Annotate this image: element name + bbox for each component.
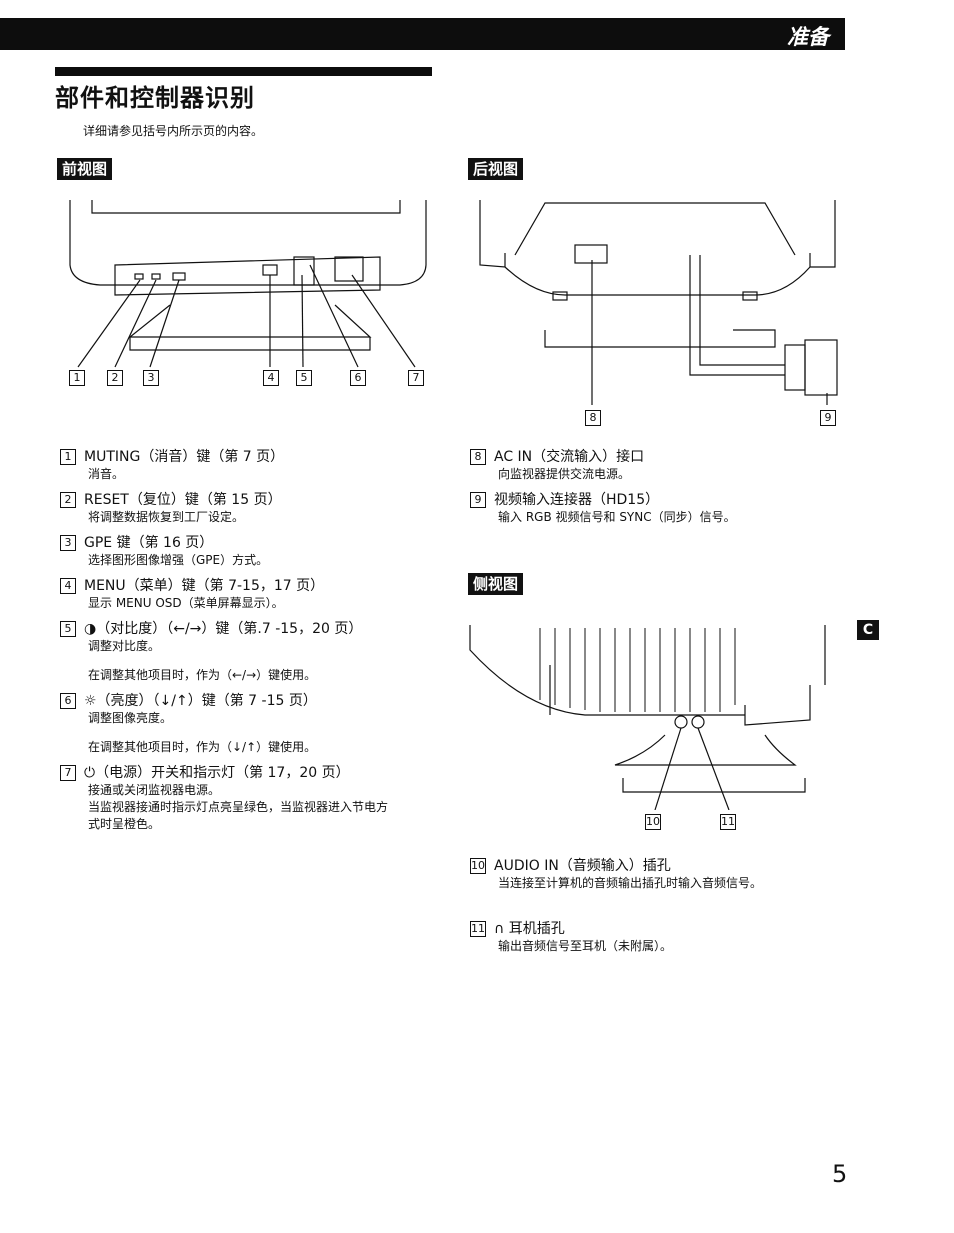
rear-callout-8: 8 bbox=[585, 410, 601, 426]
side-item: 11 ∩ 耳机插孔 输出音频信号至耳机（未附属）。 bbox=[470, 920, 870, 955]
item-desc: 当连接至计算机的音频输出插孔时输入音频信号。 bbox=[498, 876, 763, 890]
front-callout-6: 6 bbox=[350, 370, 366, 386]
item-title: RESET（复位）键（第 15 页） bbox=[84, 492, 282, 508]
item-desc: 向监视器提供交流电源。 bbox=[498, 467, 631, 481]
item-title: AC IN（交流输入）接口 bbox=[494, 449, 645, 465]
side-callout-10: 10 bbox=[645, 814, 661, 830]
front-view-diagram bbox=[69, 200, 427, 368]
rear-view-label: 后视图 bbox=[468, 158, 524, 180]
page-title: 部件和控制器识别 bbox=[55, 84, 255, 112]
side-item: 10 AUDIO IN（音频输入）插孔 当连接至计算机的音频输出插孔时输入音频信号… bbox=[470, 857, 870, 892]
item-title: GPE 键（第 16 页） bbox=[84, 535, 214, 551]
side-view-diagram bbox=[469, 625, 826, 810]
side-view-label: 侧视图 bbox=[468, 573, 524, 595]
item-desc: 当监视器接通时指示灯点亮呈绿色，当监视器进入节电方 bbox=[88, 800, 389, 814]
front-item: 7 ⏻（电源）开关和指示灯（第 17，20 页） 接通或关闭监视器电源。 当监视器… bbox=[60, 764, 445, 833]
item-desc-spacer bbox=[88, 655, 445, 667]
front-item: 6 ☼（亮度）（↓/↑）键（第 7 -15 页） 调整图像亮度。 在调整其他项目时… bbox=[60, 692, 445, 756]
item-desc: 接通或关闭监视器电源。 bbox=[88, 783, 221, 797]
item-number: 2 bbox=[60, 492, 76, 508]
item-desc-spacer bbox=[88, 727, 445, 739]
item-title: MUTING（消音）键（第 7 页） bbox=[84, 449, 285, 465]
front-callout-3: 3 bbox=[143, 370, 159, 386]
item-title: ∩ 耳机插孔 bbox=[494, 921, 565, 937]
item-desc: 将调整数据恢复到工厂设定。 bbox=[88, 510, 245, 524]
item-number: 3 bbox=[60, 535, 76, 551]
front-item: 1 MUTING（消音）键（第 7 页） 消音。 bbox=[60, 448, 445, 483]
item-number: 6 bbox=[60, 693, 76, 709]
heading-rule bbox=[55, 67, 432, 76]
item-number: 8 bbox=[470, 449, 486, 465]
side-item-list: 10 AUDIO IN（音频输入）插孔 当连接至计算机的音频输出插孔时输入音频信号… bbox=[470, 857, 870, 955]
item-number: 11 bbox=[470, 921, 486, 937]
front-view-label: 前视图 bbox=[57, 158, 113, 180]
item-desc: 式时呈橙色。 bbox=[88, 817, 161, 831]
item-number: 7 bbox=[60, 765, 76, 781]
item-desc: 选择图形图像增强（GPE）方式。 bbox=[88, 553, 269, 567]
front-callout-4: 4 bbox=[263, 370, 279, 386]
front-callout-5: 5 bbox=[296, 370, 312, 386]
front-item: 5 ◑（对比度）（←/→）键（第.7 -15，20 页） 调整对比度。 在调整其他… bbox=[60, 620, 445, 684]
rear-item: 8 AC IN（交流输入）接口 向监视器提供交流电源。 bbox=[470, 448, 860, 483]
item-title: MENU（菜单）键（第 7-15，17 页） bbox=[84, 578, 325, 594]
item-number: 10 bbox=[470, 858, 486, 874]
item-title: 视频输入连接器（HD15） bbox=[494, 492, 660, 508]
item-title: AUDIO IN（音频输入）插孔 bbox=[494, 858, 671, 874]
item-desc: 调整图像亮度。 bbox=[88, 711, 173, 725]
item-title: ◑（对比度）（←/→）键（第.7 -15，20 页） bbox=[84, 621, 363, 637]
front-item: 2 RESET（复位）键（第 15 页） 将调整数据恢复到工厂设定。 bbox=[60, 491, 445, 526]
header-bar: 准备 bbox=[0, 18, 845, 50]
item-number: 4 bbox=[60, 578, 76, 594]
item-desc: 调整对比度。 bbox=[88, 639, 161, 653]
item-title: ⏻（电源）开关和指示灯（第 17，20 页） bbox=[84, 765, 350, 781]
item-title: ☼（亮度）（↓/↑）键（第 7 -15 页） bbox=[84, 693, 317, 709]
intro-text: 详细请参见括号内所示页的内容。 bbox=[83, 124, 264, 138]
rear-item: 9 视频输入连接器（HD15） 输入 RGB 视频信号和 SYNC（同步）信号。 bbox=[470, 491, 860, 526]
front-callout-1: 1 bbox=[69, 370, 85, 386]
rear-item-list: 8 AC IN（交流输入）接口 向监视器提供交流电源。 9 视频输入连接器（HD15… bbox=[470, 448, 860, 526]
front-item: 4 MENU（菜单）键（第 7-15，17 页） 显示 MENU OSD（菜单屏幕… bbox=[60, 577, 445, 612]
item-desc: 在调整其他项目时，作为（←/→）键使用。 bbox=[88, 668, 317, 682]
front-item-list: 1 MUTING（消音）键（第 7 页） 消音。 2 RESET（复位）键（第 15… bbox=[60, 448, 445, 833]
item-desc: 消音。 bbox=[88, 467, 125, 481]
item-desc: 输入 RGB 视频信号和 SYNC（同步）信号。 bbox=[498, 510, 736, 524]
front-callout-2: 2 bbox=[107, 370, 123, 386]
page-number: 5 bbox=[832, 1160, 848, 1188]
section-tab: C bbox=[857, 620, 879, 640]
front-item: 3 GPE 键（第 16 页） 选择图形图像增强（GPE）方式。 bbox=[60, 534, 445, 569]
front-callout-7: 7 bbox=[408, 370, 424, 386]
header-label: 准备 bbox=[787, 25, 829, 49]
rear-callout-9: 9 bbox=[820, 410, 836, 426]
rear-view-diagram bbox=[479, 200, 838, 405]
item-number: 9 bbox=[470, 492, 486, 508]
item-desc: 显示 MENU OSD（菜单屏幕显示）。 bbox=[88, 596, 284, 610]
item-number: 1 bbox=[60, 449, 76, 465]
item-desc: 输出音频信号至耳机（未附属）。 bbox=[498, 939, 673, 953]
item-number: 5 bbox=[60, 621, 76, 637]
side-callout-11: 11 bbox=[720, 814, 736, 830]
item-desc: 在调整其他项目时，作为（↓/↑）键使用。 bbox=[88, 740, 317, 754]
